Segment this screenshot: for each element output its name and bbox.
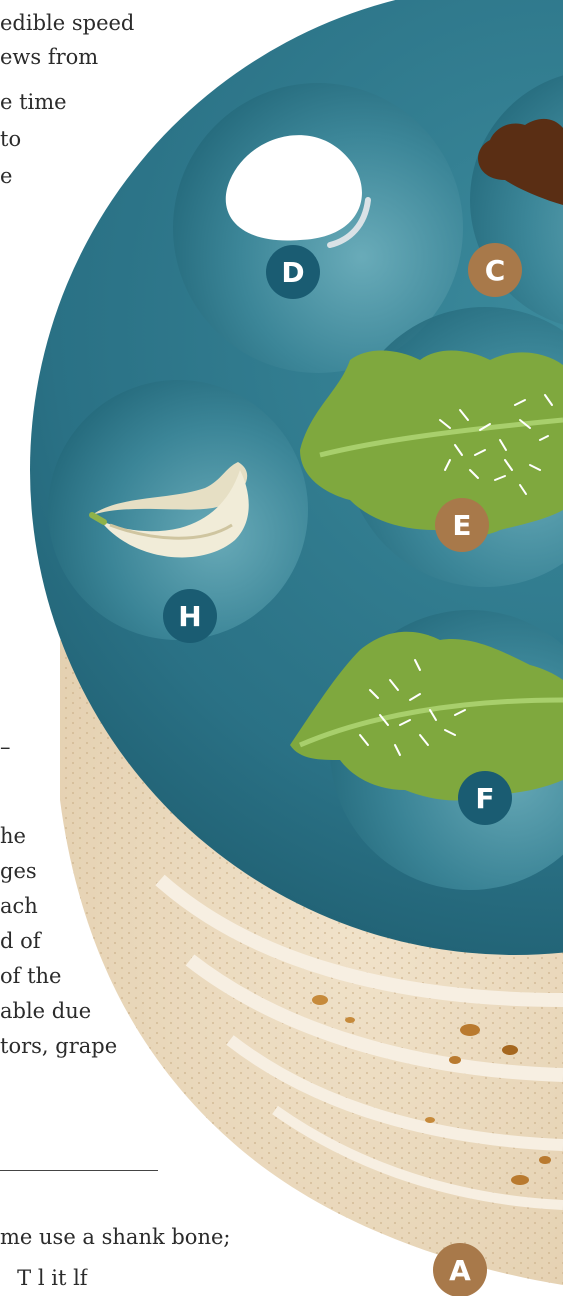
article-line-15: _ T l it lf xyxy=(0,1268,88,1289)
badge-d: D xyxy=(266,245,320,299)
article-line-4: to xyxy=(0,129,21,150)
badge-c-label: C xyxy=(485,254,506,287)
article-line-11: of the xyxy=(0,966,61,987)
badge-f: F xyxy=(458,771,512,825)
section-divider xyxy=(0,1170,158,1171)
badge-h: H xyxy=(163,589,217,643)
badge-e: E xyxy=(435,498,489,552)
article-line-12: able due xyxy=(0,1001,91,1022)
badge-h-label: H xyxy=(178,600,201,633)
badge-c: C xyxy=(468,243,522,297)
article-line-1: edible speed xyxy=(0,13,134,34)
badge-a: A xyxy=(433,1243,487,1296)
article-line-14: me use a shank bone; xyxy=(0,1227,230,1248)
article-line-8: ges xyxy=(0,861,37,882)
article-line-3: e time xyxy=(0,92,67,113)
badge-e-label: E xyxy=(452,509,471,542)
article-line-2: ews from xyxy=(0,47,98,68)
article-line-10: d of xyxy=(0,931,41,952)
article-line-13: tors, grape xyxy=(0,1036,117,1057)
badge-a-label: A xyxy=(449,1254,471,1287)
badge-d-label: D xyxy=(281,256,304,289)
article-line-7: he xyxy=(0,826,26,847)
article-line-9: ach xyxy=(0,896,38,917)
article-line-6: – xyxy=(0,737,11,758)
article-line-5: e xyxy=(0,166,12,187)
badge-f-label: F xyxy=(475,782,494,815)
